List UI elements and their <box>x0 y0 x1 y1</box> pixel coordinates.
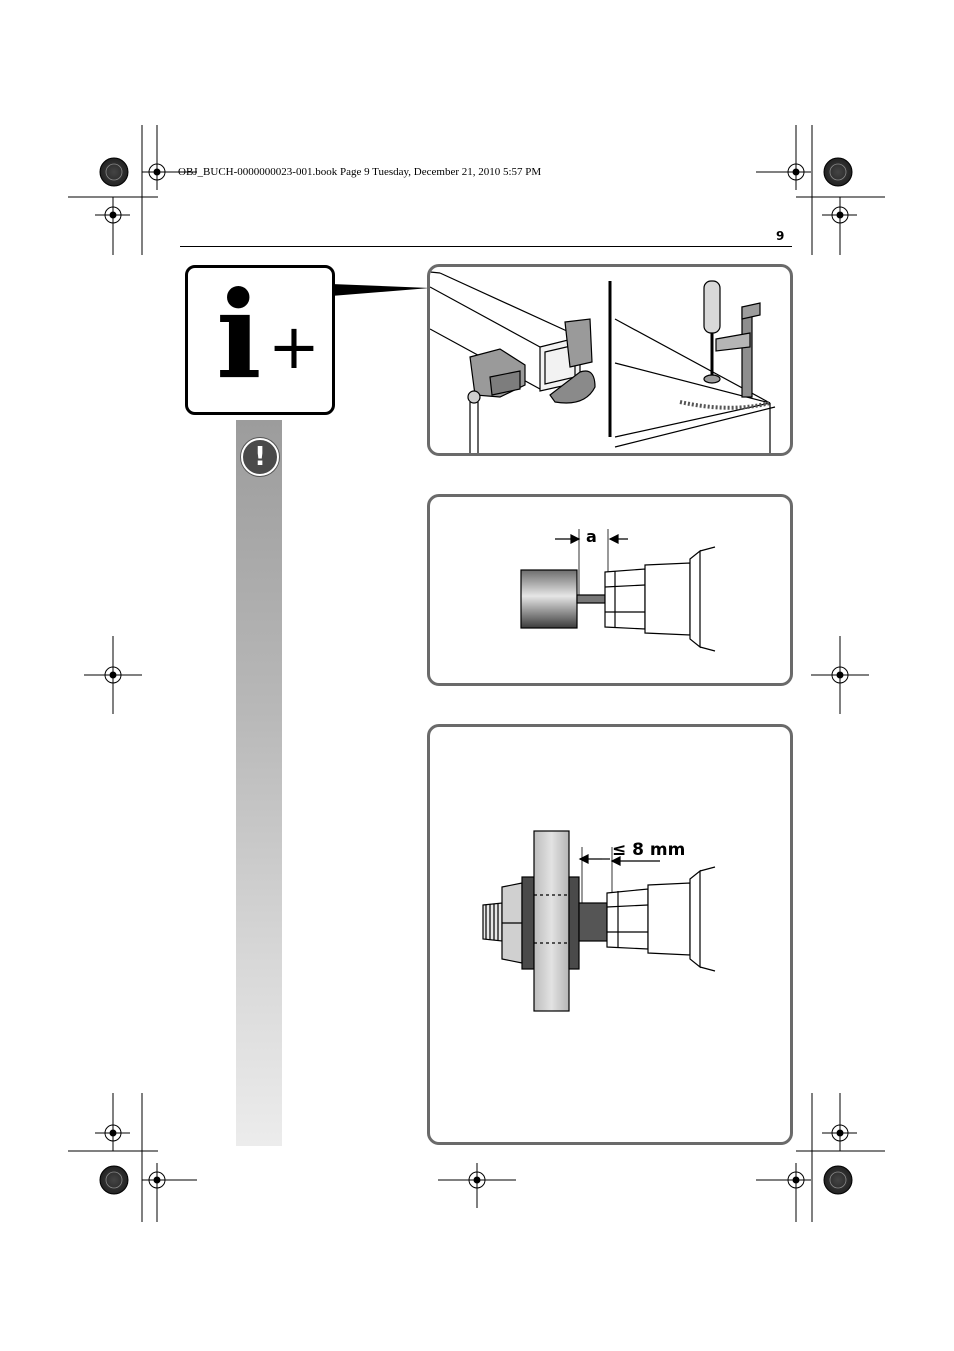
crosshair-mark <box>796 125 885 255</box>
registration-rosette <box>99 157 129 187</box>
header-rule <box>180 246 792 247</box>
crosshair-mark <box>68 125 158 255</box>
info-icon: i <box>216 265 262 406</box>
sidebar-strip <box>236 420 282 1146</box>
registration-rosette <box>823 1165 853 1195</box>
crosshair-mark <box>811 636 869 714</box>
figure-max-overhang <box>427 724 793 1145</box>
grinding-disc-illustration <box>482 830 716 1012</box>
info-plus-symbol: i + <box>185 265 335 415</box>
crosshair-marks <box>68 125 885 1222</box>
figure-distance-a <box>427 494 793 686</box>
page-number: 9 <box>776 229 785 243</box>
registration-rosette <box>823 157 853 187</box>
callout-pointer <box>331 284 430 296</box>
max-distance-label: ≤ 8 mm <box>612 840 686 860</box>
plus-icon: + <box>268 310 320 383</box>
crosshair-mark <box>68 1093 158 1222</box>
crosshair-mark <box>756 125 811 190</box>
registration-rosette <box>99 1165 129 1195</box>
warning-icon: ! <box>241 438 279 476</box>
crosshair-mark <box>142 1163 197 1222</box>
crosshair-mark <box>756 1163 811 1222</box>
distance-a-label: a <box>586 527 597 546</box>
crosshair-mark <box>438 1163 516 1208</box>
crosshair-mark <box>796 1093 885 1222</box>
figure-fixing-workpiece <box>427 264 793 456</box>
print-job-header: OBJ_BUCH-0000000023-001.book Page 9 Tues… <box>178 166 542 178</box>
crosshair-mark <box>84 636 142 714</box>
crosshair-mark <box>142 125 197 190</box>
vise-and-clamp-illustration <box>430 271 776 453</box>
grinding-tool-illustration <box>520 529 716 652</box>
warning-glyph: ! <box>254 442 266 472</box>
